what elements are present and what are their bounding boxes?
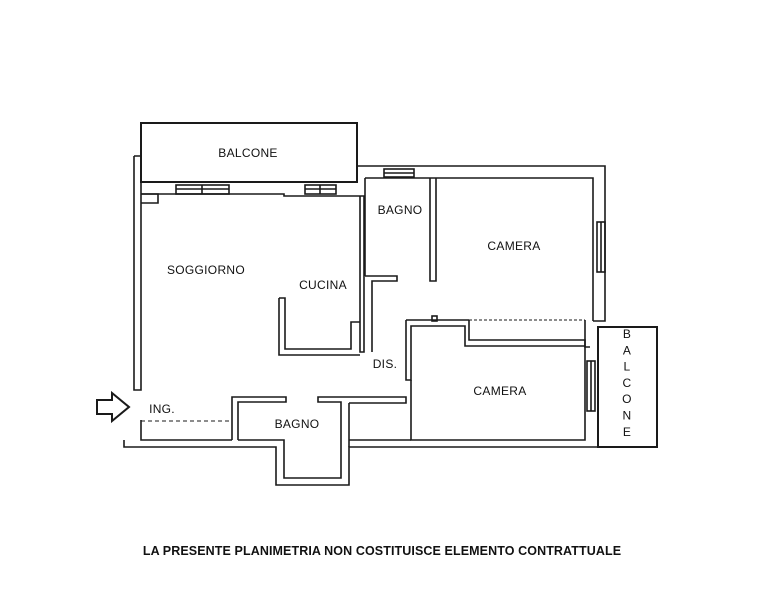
top-right-exterior-wall <box>357 165 606 322</box>
corner-block <box>141 193 159 204</box>
label-balcone-side: BALCONE <box>622 327 632 439</box>
balcone-side-letter: N <box>623 409 632 423</box>
camera-bottom-top-wall-inner <box>468 320 586 346</box>
bagno-camera-wall <box>429 178 437 282</box>
entrance-arrow-icon <box>96 390 131 424</box>
balcone-top-outline <box>140 122 358 183</box>
cucina-right-wall <box>359 195 365 353</box>
window-soggiorno-1 <box>175 184 230 195</box>
window-bagno-top <box>383 168 415 178</box>
bagno-top-door-wall <box>365 275 398 352</box>
camera-bottom-corner <box>584 320 590 348</box>
label-camera-top: CAMERA <box>487 239 540 253</box>
wall-post <box>431 315 438 322</box>
balcone-side-letter: C <box>623 376 632 390</box>
camera-bottom-room <box>410 346 586 441</box>
window-camera-bottom <box>586 360 596 412</box>
label-bagno-top: BAGNO <box>378 203 423 217</box>
bottom-exterior-wall <box>123 440 598 486</box>
label-bagno-bottom: BAGNO <box>275 417 320 431</box>
cucina-counter-outer <box>278 298 360 356</box>
balcone-side-letter: A <box>623 343 631 357</box>
bagno-bottom-walls <box>238 396 407 479</box>
label-cucina: CUCINA <box>299 278 347 292</box>
bagno-bottom-left-wall <box>231 396 287 440</box>
top-right-inner-wall <box>365 177 594 321</box>
left-wall <box>133 155 142 391</box>
balcone-side-letter: E <box>623 425 631 439</box>
window-camera-top <box>596 221 606 273</box>
balcone-side-letter: B <box>623 327 631 341</box>
balcone-side-letter: L <box>624 360 631 374</box>
label-camera-bottom: CAMERA <box>473 384 526 398</box>
cucina-counter <box>279 297 360 350</box>
label-soggiorno: SOGGIORNO <box>167 263 245 277</box>
balcone-side-letter: O <box>622 392 632 406</box>
disclaimer-text: LA PRESENTE PLANIMETRIA NON COSTITUISCE … <box>142 544 622 558</box>
label-ing: ING. <box>149 402 175 416</box>
ing-bottom-wall <box>140 420 232 441</box>
label-balcone-top: BALCONE <box>218 146 277 160</box>
label-dis: DIS. <box>373 357 398 371</box>
camera-bottom-top-wall <box>405 320 585 381</box>
window-soggiorno-2 <box>304 184 337 195</box>
